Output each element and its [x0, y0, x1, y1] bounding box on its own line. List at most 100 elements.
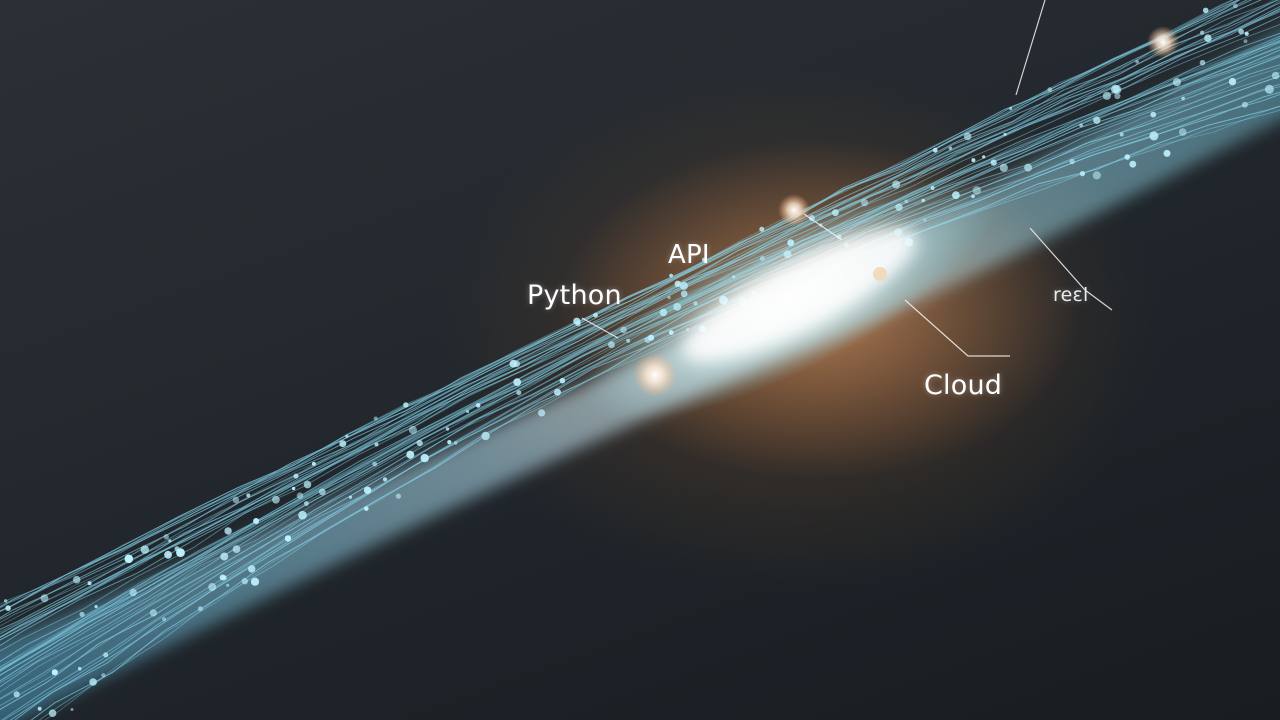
strand-line — [0, 11, 1280, 641]
unclear-label: reɛl — [1053, 284, 1089, 306]
node-dot — [1204, 34, 1212, 42]
node-dot — [79, 611, 85, 617]
node-dot — [395, 493, 401, 499]
node-dot — [1129, 160, 1137, 168]
node-dot — [248, 565, 256, 573]
node-dot — [1079, 123, 1083, 128]
node-dot — [296, 492, 304, 500]
node-dot — [559, 377, 566, 384]
node-dot — [575, 320, 581, 327]
strand-line — [0, 0, 1253, 620]
node-dot — [164, 550, 173, 559]
node-dot — [3, 599, 8, 603]
node-dot — [72, 575, 81, 584]
node-dot — [241, 578, 248, 585]
node-dot — [702, 257, 707, 262]
orb — [778, 194, 810, 226]
node-dot — [759, 226, 765, 232]
node-dot — [1271, 71, 1280, 80]
node-dot — [509, 359, 518, 368]
node-dot — [5, 605, 11, 611]
node-dot — [373, 416, 378, 421]
node-dot — [374, 442, 379, 447]
node-dot — [272, 495, 280, 504]
node-dot — [77, 666, 82, 671]
node-dot — [1003, 132, 1007, 136]
node-dot — [416, 440, 423, 447]
node-dot — [363, 486, 372, 494]
node-dot — [232, 496, 240, 504]
cloud-label: Cloud — [924, 370, 1003, 401]
node-dot — [982, 155, 986, 159]
node-dot — [669, 273, 673, 278]
node-dot — [1178, 128, 1187, 136]
node-dot — [364, 506, 369, 511]
node-dot — [516, 390, 522, 396]
node-dot — [447, 440, 452, 445]
node-dot — [466, 410, 470, 413]
node-dot — [101, 673, 106, 678]
node-dot — [197, 606, 203, 612]
node-dot — [298, 510, 307, 520]
node-dot — [339, 440, 347, 448]
node-dot — [1102, 91, 1111, 100]
node-dot — [345, 434, 349, 438]
node-dot — [948, 146, 953, 150]
strand-line — [0, 23, 1280, 652]
node-dot — [963, 132, 972, 141]
node-dot — [208, 583, 217, 591]
strand-line — [0, 16, 1280, 647]
strand-line — [0, 0, 1241, 612]
node-dot — [1024, 163, 1033, 172]
node-dot — [284, 535, 292, 542]
node-dot — [168, 539, 172, 543]
node-dot — [304, 501, 309, 506]
strand-line — [0, 8, 1280, 641]
node-dot — [1092, 171, 1101, 180]
node-dot — [163, 534, 169, 540]
node-dot — [124, 554, 134, 564]
node-dot — [140, 545, 149, 554]
orb — [1147, 26, 1179, 58]
node-dot — [318, 488, 326, 496]
strand-line — [0, 0, 1280, 624]
node-dot — [94, 605, 98, 609]
node-dot — [232, 545, 241, 553]
orb — [633, 353, 677, 397]
node-dot — [87, 581, 92, 586]
node-dot — [445, 427, 450, 431]
node-dot — [403, 402, 409, 408]
node-dot — [1264, 84, 1274, 94]
node-dot — [1181, 96, 1185, 101]
node-dot — [221, 575, 227, 581]
strand-line — [0, 0, 1263, 619]
node-dot — [250, 577, 260, 586]
node-dot — [224, 527, 232, 535]
node-dot — [37, 706, 42, 711]
orb — [873, 267, 887, 281]
node-dot — [1114, 92, 1121, 100]
node-dot — [1200, 30, 1205, 35]
node-dot — [1150, 111, 1157, 118]
node-dot — [372, 461, 378, 467]
node-dot — [246, 493, 251, 498]
node-dot — [1163, 149, 1171, 157]
node-dot — [291, 486, 296, 491]
node-dot — [311, 461, 316, 466]
node-dot — [481, 431, 490, 441]
node-dot — [1202, 7, 1209, 14]
node-dot — [1228, 77, 1237, 86]
node-dot — [1009, 107, 1013, 110]
node-dot — [1238, 28, 1244, 35]
node-dot — [593, 312, 598, 318]
leader-lines — [581, 0, 1113, 357]
node-dot — [408, 425, 417, 435]
node-dot — [348, 495, 353, 499]
node-dot — [1135, 59, 1139, 64]
node-dot — [1079, 171, 1086, 177]
core-glow-inner — [683, 228, 917, 362]
node-dot — [48, 709, 57, 717]
node-dot — [40, 594, 49, 603]
